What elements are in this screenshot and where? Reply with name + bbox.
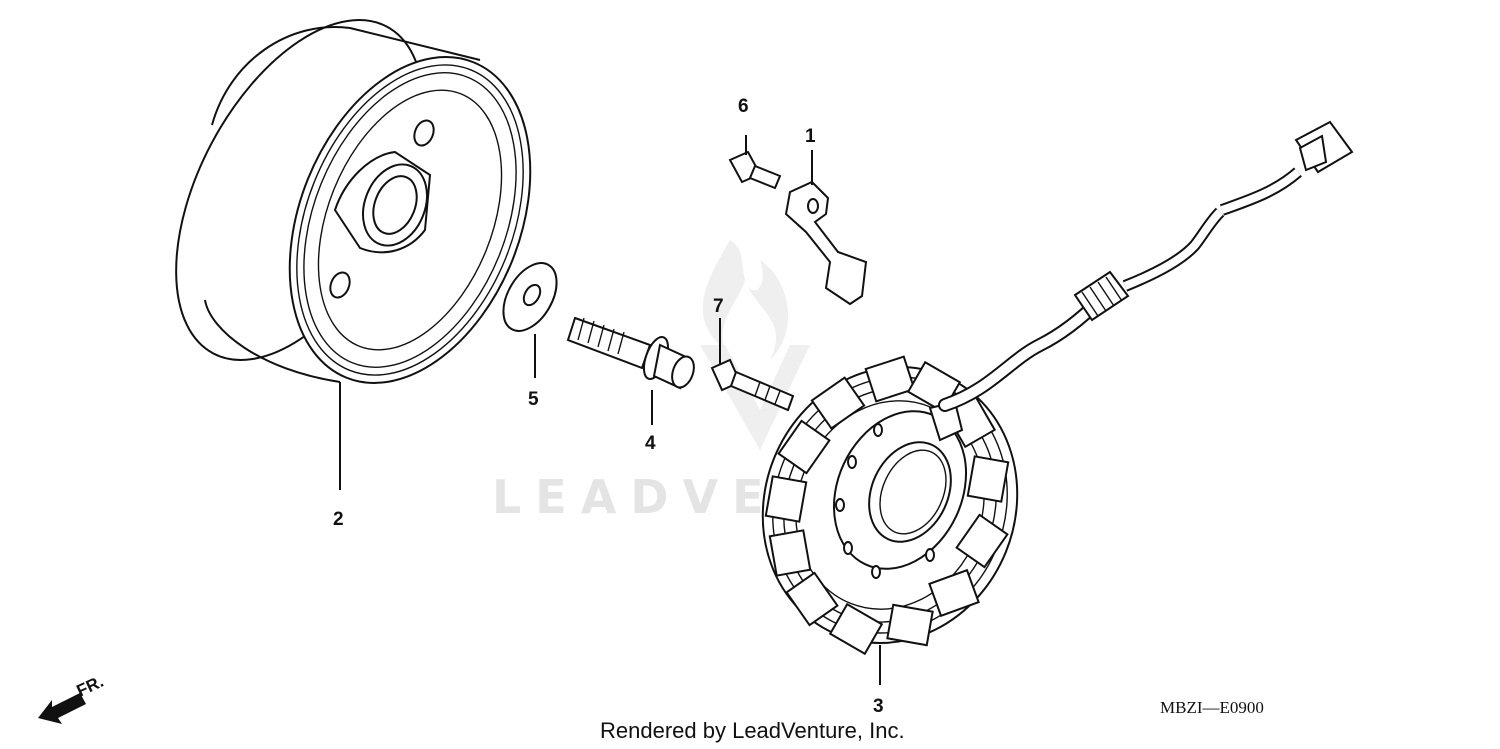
front-direction-indicator: FR. — [38, 672, 107, 724]
washer — [502, 262, 558, 378]
stator-coil — [761, 355, 1019, 685]
callout-3: 3 — [873, 696, 884, 717]
flange-bolt — [566, 316, 695, 425]
callout-5: 5 — [528, 389, 539, 410]
footer-credit: Rendered by LeadVenture, Inc. — [600, 718, 905, 743]
cable-clamp-bracket — [784, 150, 868, 306]
small-bolt — [728, 135, 782, 190]
stator-wire-harness — [938, 120, 1354, 412]
diagram-code: MBZI—E0900 — [1160, 698, 1264, 717]
callout-7: 7 — [713, 296, 724, 317]
callout-6: 6 — [738, 96, 749, 117]
flywheel-rotor — [175, 19, 532, 490]
front-direction-arrow-icon — [38, 693, 86, 724]
leadventure-logo-watermark — [700, 240, 810, 450]
stator-bolt — [710, 318, 795, 412]
callout-4: 4 — [645, 433, 656, 454]
callout-1: 1 — [805, 126, 816, 147]
callout-2: 2 — [333, 509, 344, 530]
